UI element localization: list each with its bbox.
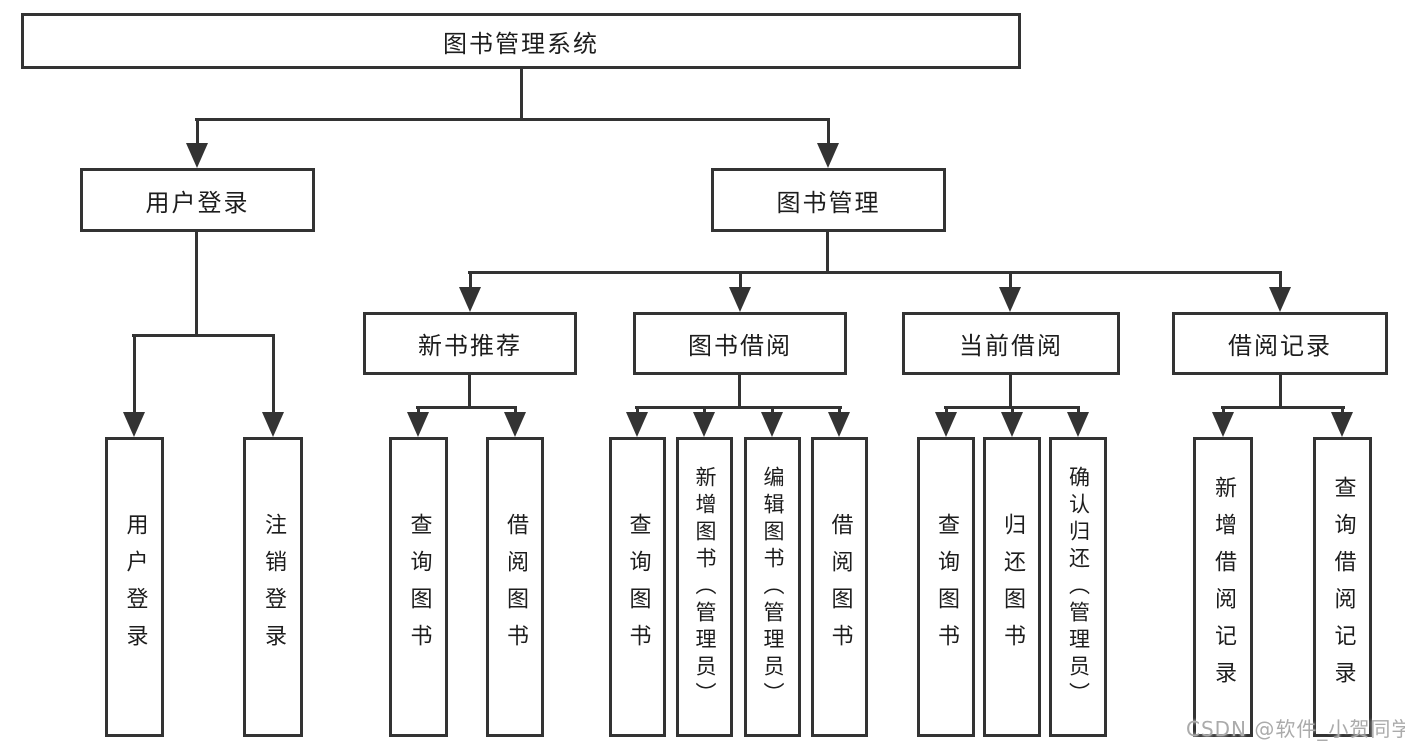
connector-current-borrowing-stem	[1009, 375, 1012, 408]
node-user-login-branch-label: 用户登录	[145, 188, 250, 217]
leaf-br-add-record: 新增借阅记录	[1193, 437, 1253, 737]
leaf-logout: 注销登录	[243, 437, 303, 737]
arrow-into-leaf-nb-query-books	[407, 408, 429, 437]
leaf-nb-borrow-books-label: 借阅图书	[503, 513, 528, 661]
leaf-nb-borrow-books: 借阅图书	[486, 437, 544, 737]
leaf-bb-add-books-admin: 新增图书（管理员）	[676, 437, 733, 737]
arrow-into-leaf-bb-borrow-books	[828, 408, 850, 437]
leaf-bb-edit-books-admin-label: 编辑图书（管理员）	[761, 465, 785, 709]
arrow-into-leaf-br-add-record	[1212, 408, 1234, 437]
leaf-cb-confirm-return-admin: 确认归还（管理员）	[1049, 437, 1107, 737]
arrow-into-leaf-cb-confirm-return	[1067, 408, 1089, 437]
arrow-into-leaf-bb-add-books	[693, 408, 715, 437]
arrow-into-leaf-nb-borrow-books	[504, 408, 526, 437]
node-book-management: 图书管理	[711, 168, 946, 232]
connector-new-book-recommendation-stem	[468, 375, 471, 408]
leaf-bb-borrow-books-label: 借阅图书	[827, 513, 853, 661]
leaf-cb-confirm-return-admin-label: 确认归还（管理员）	[1066, 465, 1091, 709]
node-book-borrowing: 图书借阅	[633, 312, 847, 375]
connector-root-stem	[520, 69, 523, 120]
connector-root-branch	[195, 118, 830, 121]
leaf-bb-borrow-books: 借阅图书	[811, 437, 868, 737]
leaf-logout-label: 注销登录	[261, 513, 286, 661]
arrow-into-leaf-user-login	[123, 336, 145, 437]
leaf-user-login-label: 用户登录	[122, 513, 148, 661]
leaf-cb-query-books-label: 查询图书	[934, 513, 959, 661]
leaf-br-query-record: 查询借阅记录	[1313, 437, 1372, 737]
arrow-into-user-login-branch	[186, 119, 208, 168]
node-current-borrowing: 当前借阅	[902, 312, 1120, 375]
node-borrowing-records: 借阅记录	[1172, 312, 1388, 375]
arrow-into-leaf-bb-edit-books	[761, 408, 783, 437]
arrow-into-leaf-cb-query-books	[935, 408, 957, 437]
node-new-book-recommendation-label: 新书推荐	[418, 332, 522, 360]
leaf-bb-query-books-label: 查询图书	[625, 513, 651, 661]
node-user-login-branch: 用户登录	[80, 168, 315, 232]
arrow-into-current-borrowing	[999, 273, 1021, 312]
node-book-management-label: 图书管理	[776, 188, 881, 217]
arrow-into-leaf-br-query-record	[1331, 408, 1353, 437]
connector-borrowing-records-stem	[1279, 375, 1282, 408]
node-root: 图书管理系统	[21, 13, 1021, 69]
connector-current-borrowing-branch	[944, 406, 1080, 409]
leaf-nb-query-books: 查询图书	[389, 437, 448, 737]
connector-borrowing-records-branch	[1221, 406, 1345, 409]
connector-user-login-branch	[132, 334, 275, 337]
leaf-bb-add-books-admin-label: 新增图书（管理员）	[693, 465, 717, 709]
connector-user-login-stem	[195, 232, 198, 336]
node-root-label: 图书管理系统	[443, 29, 599, 58]
leaf-bb-query-books: 查询图书	[609, 437, 666, 737]
watermark: CSDN @软件_小贺同学	[1186, 717, 1405, 741]
arrow-into-leaf-bb-query-books	[626, 408, 648, 437]
arrow-into-borrowing-records	[1269, 273, 1291, 312]
connector-new-book-recommendation-branch	[416, 406, 517, 409]
leaf-br-add-record-label: 新增借阅记录	[1211, 476, 1236, 698]
leaf-nb-query-books-label: 查询图书	[406, 513, 432, 661]
arrow-into-book-borrowing	[729, 273, 751, 312]
connector-book-management-stem	[826, 232, 829, 273]
node-borrowing-records-label: 借阅记录	[1228, 332, 1332, 360]
connector-book-borrowing-stem	[738, 375, 741, 408]
leaf-cb-return-books-label: 归还图书	[1000, 513, 1025, 661]
leaf-cb-query-books: 查询图书	[917, 437, 975, 737]
arrow-into-leaf-logout	[262, 336, 284, 437]
arrow-into-book-management	[817, 119, 839, 168]
connector-book-borrowing-branch	[635, 406, 842, 409]
node-current-borrowing-label: 当前借阅	[959, 332, 1063, 360]
arrow-into-leaf-cb-return-books	[1001, 408, 1023, 437]
leaf-br-query-record-label: 查询借阅记录	[1330, 476, 1356, 698]
leaf-user-login: 用户登录	[105, 437, 164, 737]
leaf-cb-return-books: 归还图书	[983, 437, 1041, 737]
node-new-book-recommendation: 新书推荐	[363, 312, 577, 375]
leaf-bb-edit-books-admin: 编辑图书（管理员）	[744, 437, 801, 737]
arrow-into-new-book-recommendation	[459, 273, 481, 312]
node-book-borrowing-label: 图书借阅	[688, 332, 792, 360]
connector-book-management-branch	[468, 271, 1282, 274]
